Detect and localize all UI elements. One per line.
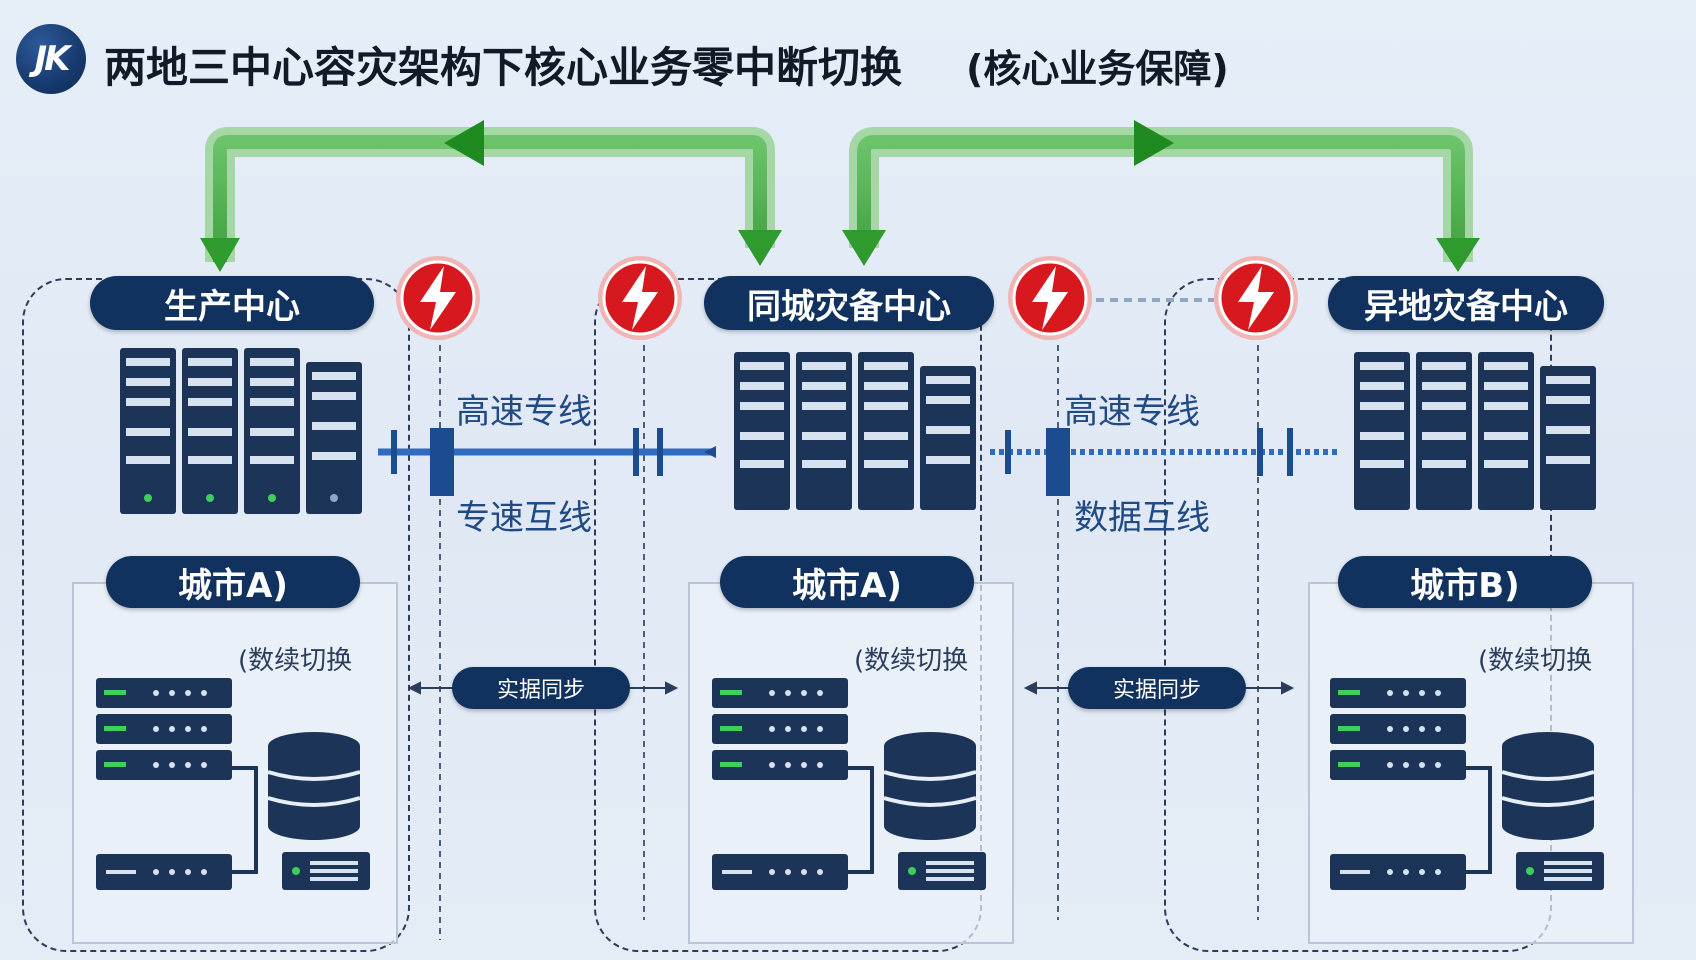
city-label-remote: 城市B)	[1338, 556, 1592, 608]
site-label-production: 生产中心	[90, 276, 374, 330]
city-label-same-city: 城市A)	[720, 556, 974, 608]
sync-label-right: 实据同步	[1068, 667, 1246, 709]
link-label-right-bottom: 数据互线	[1074, 498, 1210, 538]
equipment-production	[96, 678, 370, 890]
link-label-right-top: 高速专线	[1064, 392, 1200, 432]
logo: JK	[16, 24, 86, 94]
switch-caption-remote: (数续切换	[1478, 646, 1593, 676]
lightning-alert-icon	[1008, 256, 1092, 340]
page-subtitle: (核心业务保障)	[966, 47, 1229, 91]
site-label-same-city: 同城灾备中心	[704, 276, 994, 330]
arrow-icon	[444, 120, 484, 166]
lightning-alert-icon	[396, 256, 480, 340]
database-icon	[1501, 732, 1595, 840]
switch-caption-same-city: (数续切换	[854, 646, 969, 676]
high-speed-link-right	[990, 428, 1340, 496]
network-switch-icon	[712, 678, 848, 780]
sync-label-left: 实据同步	[452, 667, 630, 709]
switch-caption-production: (数续切换	[238, 646, 353, 676]
lightning-alert-icon	[598, 256, 682, 340]
city-label-production: 城市A)	[106, 556, 360, 608]
database-icon	[267, 732, 361, 840]
server-rack-icon	[1354, 352, 1596, 510]
link-label-left-bottom: 专速互线	[456, 498, 592, 538]
database-icon	[883, 732, 977, 840]
high-speed-link-left	[378, 428, 716, 496]
failover-arrow-left	[200, 120, 782, 272]
page-title: 两地三中心容灾架构下核心业务零中断切换	[104, 43, 903, 92]
lightning-alert-icon	[1214, 256, 1298, 340]
network-switch-icon	[96, 678, 232, 780]
equipment-remote	[1330, 678, 1604, 890]
arrow-icon	[1134, 120, 1174, 166]
network-switch-icon	[1330, 678, 1466, 780]
link-label-left-top: 高速专线	[456, 392, 592, 432]
logo-text: JK	[34, 39, 71, 79]
equipment-same-city	[712, 678, 986, 890]
site-label-remote: 异地灾备中心	[1328, 276, 1604, 330]
failover-arrow-right	[842, 120, 1480, 272]
server-rack-icon	[734, 352, 976, 510]
server-rack-icon	[120, 348, 362, 514]
